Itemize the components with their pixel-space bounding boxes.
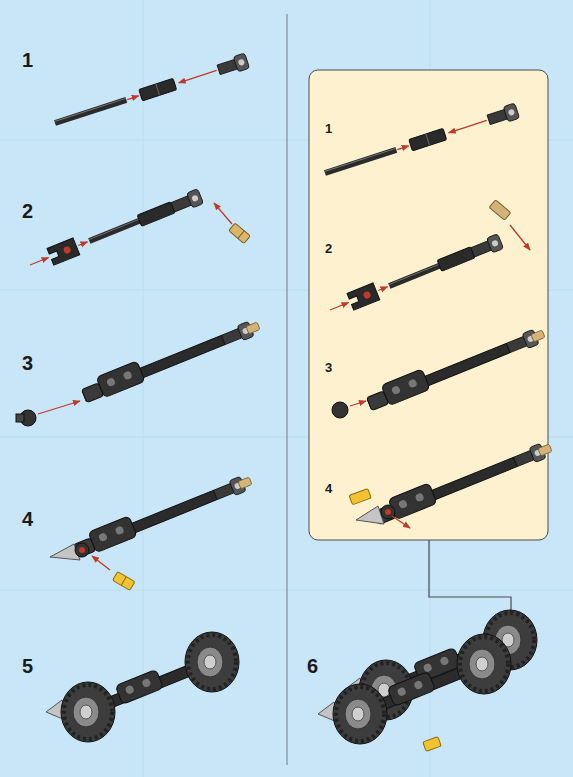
substep-number: 1 (325, 122, 332, 135)
step-number: 3 (22, 353, 33, 373)
step-number: 5 (22, 656, 33, 676)
divider (287, 14, 288, 765)
step-1-parts (53, 53, 250, 131)
step-6-parts (318, 610, 537, 751)
substep-number: 4 (325, 482, 332, 495)
inset-step-3-parts (332, 322, 547, 418)
step-5-parts (46, 632, 239, 742)
inset-step-2-parts (327, 200, 530, 319)
inset-step-4-parts (349, 436, 554, 528)
step-number: 2 (22, 201, 33, 221)
step-2-parts (27, 188, 251, 274)
substep-number: 2 (325, 242, 332, 255)
inset-panel (309, 70, 548, 540)
substep-number: 3 (325, 361, 332, 374)
step-3-parts (16, 314, 262, 426)
step-number: 4 (22, 509, 33, 529)
step-number: 6 (307, 656, 318, 676)
step-number: 1 (22, 50, 33, 70)
inset-panel: 1 2 3 4 (309, 70, 548, 540)
step-4-parts (50, 469, 254, 591)
inset-step-1-parts (323, 103, 520, 181)
